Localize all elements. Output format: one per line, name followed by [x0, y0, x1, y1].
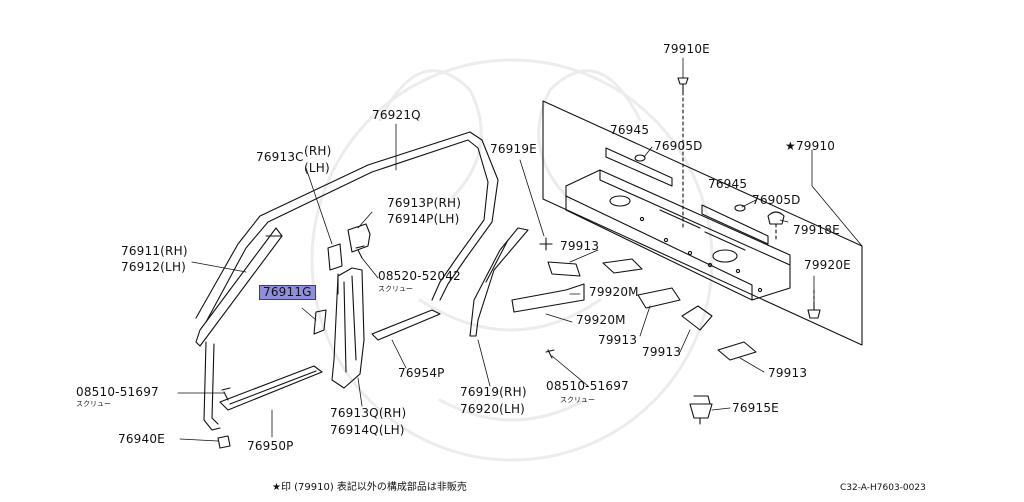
- label-08510-51697-b: 08510-51697: [546, 379, 629, 393]
- label-76905d-b: 76905D: [752, 193, 801, 207]
- label-76911: 76911(RH): [121, 244, 188, 258]
- label-screw-1: スクリュー: [378, 285, 413, 293]
- watermark-logo: [310, 58, 714, 462]
- label-76913c: 76913C: [256, 150, 304, 164]
- label-79913-b: 79913: [598, 333, 638, 347]
- label-76919: 76919(RH): [460, 385, 527, 399]
- label-76914p: 76914P(LH): [387, 212, 460, 226]
- parcel-shelf-79910: [542, 100, 863, 346]
- label-76920: 76920(LH): [460, 402, 526, 416]
- reference-code: C32-A-H7603-0023: [840, 483, 926, 493]
- label-76945-b: 76945: [708, 177, 748, 191]
- label-76905d-a: 76905D: [654, 139, 703, 153]
- label-79910e: 79910E: [663, 42, 710, 56]
- label-79913-a: 79913: [560, 239, 600, 253]
- label-79920e-a: 79920E: [804, 258, 851, 272]
- label-76950p: 76950P: [247, 439, 294, 453]
- label-76913c-lh: (LH): [304, 161, 330, 175]
- label-08510-51697-a: 08510-51697: [76, 385, 159, 399]
- clip-79910e: [677, 77, 689, 93]
- label-76915e: 76915E: [732, 401, 779, 415]
- label-79910: ★79910: [785, 139, 836, 153]
- footer-note: ★印 (79910) 表記以外の構成部品は非販売: [272, 482, 467, 493]
- label-76940e: 76940E: [118, 432, 165, 446]
- label-79913-c: 79913: [642, 345, 682, 359]
- label-79920m-b: 79920M: [576, 313, 626, 327]
- label-screw-3: スクリュー: [560, 396, 595, 404]
- label-76921q: 76921Q: [372, 108, 421, 122]
- label-76914q: 76914Q(LH): [330, 423, 405, 437]
- label-76912: 76912(LH): [121, 260, 187, 274]
- label-79918e: 79918E: [793, 223, 840, 237]
- label-76911g-highlighted[interactable]: 76911G: [259, 285, 316, 300]
- label-76913c-rh: (RH): [304, 144, 332, 158]
- label-79920m-a: 79920M: [589, 285, 639, 299]
- label-76919e: 76919E: [490, 142, 537, 156]
- label-76913q: 76913Q(RH): [330, 406, 407, 420]
- label-79913-d: 79913: [768, 366, 808, 380]
- label-76954p: 76954P: [398, 366, 445, 380]
- label-76945-a: 76945: [610, 123, 650, 137]
- label-screw-2: スクリュー: [76, 400, 111, 408]
- label-76913p: 76913P(RH): [387, 196, 462, 210]
- label-08520-52042: 08520-52042: [378, 269, 461, 283]
